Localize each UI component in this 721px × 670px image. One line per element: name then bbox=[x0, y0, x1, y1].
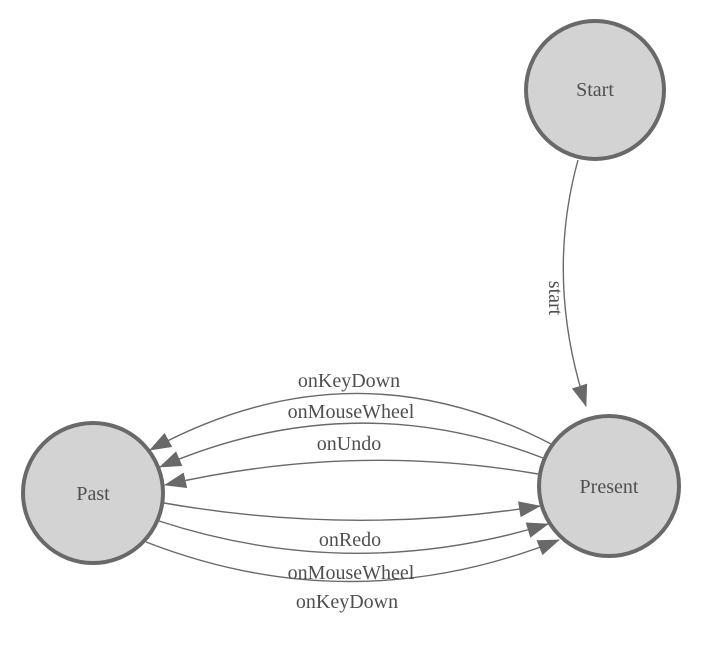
edge-label-onmousewheel-top: onMouseWheel bbox=[288, 401, 415, 423]
node-present-circle bbox=[537, 414, 681, 558]
edge-past-to-present-onkeydown bbox=[145, 539, 560, 583]
node-past-label: Past bbox=[76, 483, 110, 505]
edge-present-to-past-onkeydown bbox=[149, 392, 552, 451]
node-start-label: Start bbox=[576, 79, 614, 101]
edge-label-start: start bbox=[544, 281, 566, 316]
edge-past-to-present-onredo bbox=[163, 501, 541, 521]
edge-label-onredo: onRedo bbox=[319, 529, 381, 551]
edge-label-onkeydown-bottom: onKeyDown bbox=[296, 591, 398, 613]
edge-label-onkeydown-top: onKeyDown bbox=[298, 370, 400, 392]
edge-label-onundo: onUndo bbox=[317, 433, 381, 455]
edge-label-onmousewheel-bottom: onMouseWheel bbox=[288, 562, 415, 584]
edge-present-to-past-onmousewheel bbox=[159, 422, 544, 468]
edge-present-to-past-onundo bbox=[164, 459, 539, 489]
node-past-circle bbox=[21, 421, 165, 565]
edge-past-to-present-onmousewheel bbox=[158, 520, 549, 554]
edge-start-to-present bbox=[562, 159, 588, 407]
node-present-label: Present bbox=[580, 476, 639, 498]
node-start-circle bbox=[524, 19, 666, 161]
